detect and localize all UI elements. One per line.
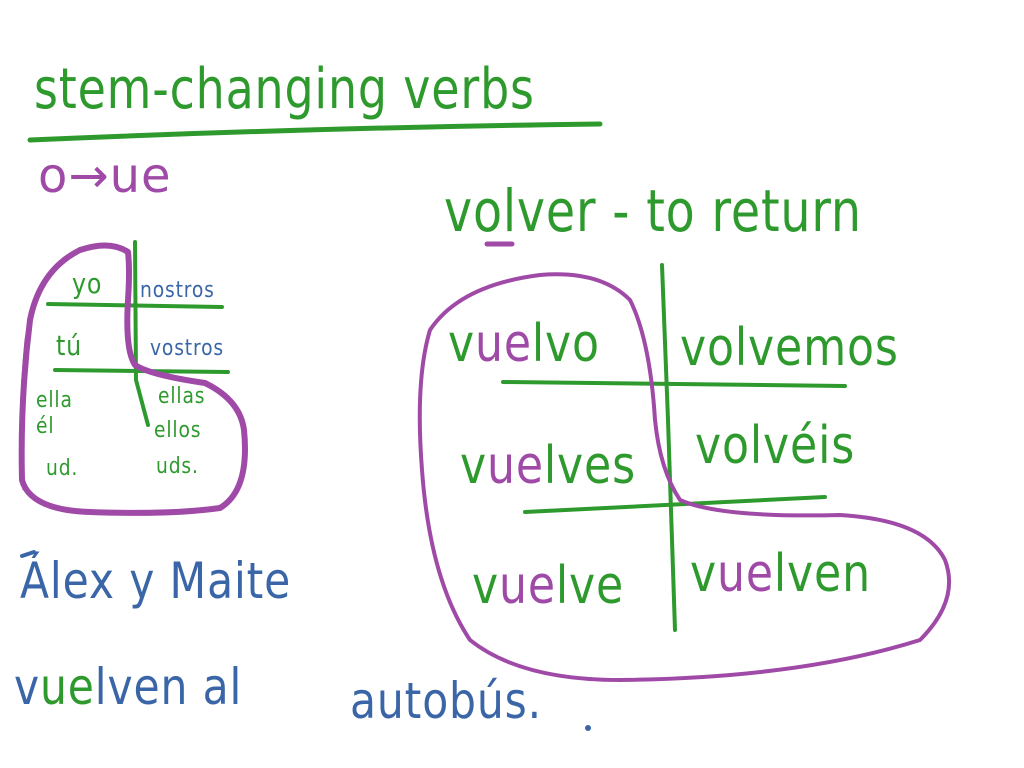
pronoun-ellas: ellas — [158, 384, 206, 409]
conj-nosotros: volvemos — [680, 318, 899, 378]
conjugation-chart-vertical — [660, 263, 677, 632]
example-line-2: vuelven al — [14, 658, 243, 716]
conjugation-chart-hline-2 — [523, 495, 827, 514]
pronoun-chart-hline-1 — [46, 302, 224, 309]
conj-el: vuelve — [472, 556, 625, 616]
pronoun-el: él — [36, 414, 55, 439]
pronoun-tu: tú — [56, 329, 83, 362]
pronoun-ud: ud. — [46, 456, 79, 481]
example-line-1: Álex y Maite — [20, 552, 292, 610]
conj-yo: vuelvo — [448, 314, 600, 374]
pronoun-uds: uds. — [156, 454, 199, 479]
conjugation-chart-hline-1 — [501, 380, 847, 388]
conj-vosotros: volvéis — [695, 416, 856, 476]
pronoun-vosotros: vostros — [150, 336, 225, 361]
stem-change-rule: o→ue — [38, 148, 172, 204]
verb-infinitive: volver - to return — [444, 182, 862, 240]
conj-ellos: vuelven — [690, 544, 871, 604]
verb-meaning: - to return — [612, 177, 862, 245]
title-underline — [27, 121, 603, 143]
page-title: stem-changing verbs — [34, 57, 535, 122]
pronoun-ella: ella — [36, 388, 73, 413]
conjugation-boot-outline — [417, 272, 952, 682]
pronoun-yo: yo — [72, 267, 103, 300]
pronoun-nosotros: nostros — [140, 278, 215, 303]
example-line-2-end: autobús. — [350, 672, 543, 730]
verb-rest: lver — [502, 177, 597, 245]
conj-tu: vuelves — [460, 436, 636, 496]
verb-stem-vowel: o — [472, 177, 503, 245]
pronoun-chart-vertical — [133, 240, 150, 427]
verb-prefix: v — [444, 177, 473, 245]
pronoun-ellos: ellos — [154, 418, 202, 443]
